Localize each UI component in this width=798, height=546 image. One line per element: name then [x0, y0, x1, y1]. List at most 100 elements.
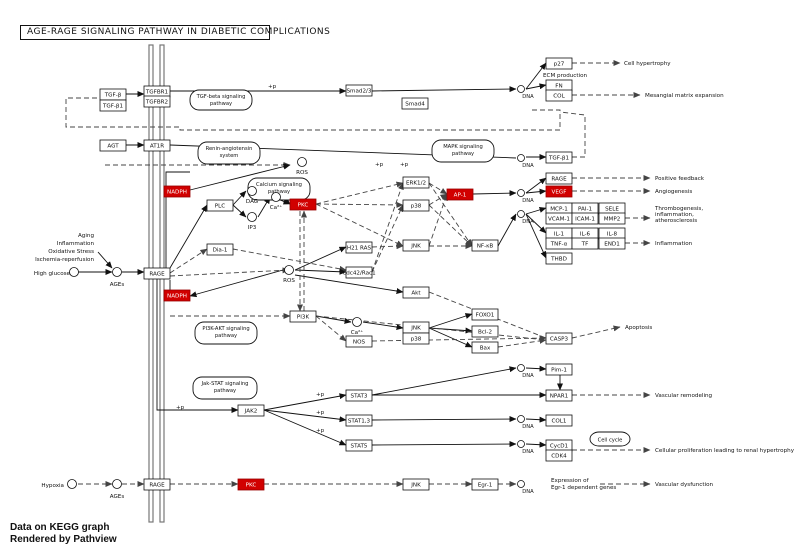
compound-ros1[interactable]: ROS	[296, 157, 308, 177]
gene-node-erk12[interactable]: ERK1/2	[402, 176, 430, 189]
gene-node-jnk3[interactable]: JNK	[402, 478, 430, 491]
compound-ip3[interactable]: IP3	[247, 212, 257, 232]
dna-label: DNA	[522, 489, 534, 495]
compound-ca2[interactable]: Ca²⁺	[351, 317, 364, 337]
gene-node-casp3[interactable]: CASP3	[545, 332, 573, 345]
gene-node-col[interactable]: COL	[545, 89, 573, 102]
gene-node-end1[interactable]: END1	[598, 237, 626, 250]
gene-node-smad23[interactable]: Smad2/3	[345, 84, 373, 97]
gene-node-bcl2[interactable]: Bcl-2	[471, 325, 499, 338]
gene-node-col1[interactable]: COL1	[545, 414, 573, 427]
gene-node-pim1[interactable]: Pim-1	[545, 363, 573, 376]
dna-node[interactable]: DNA	[517, 154, 535, 170]
pathway-edge	[371, 335, 547, 342]
gene-node-dia1[interactable]: Dia-1	[206, 243, 234, 256]
gene-node-tgfb1[interactable]: TGF-β1	[99, 99, 127, 112]
gene-node-p38a[interactable]: p38	[402, 199, 430, 212]
pathway-cellcycle[interactable]: Cell cycle	[589, 431, 631, 447]
compound-dag[interactable]: DAG	[246, 186, 258, 206]
compound-ca1[interactable]: Ca²⁺	[270, 192, 283, 212]
gene-node-npar1[interactable]: NPAR1	[545, 389, 573, 402]
dna-node[interactable]: DNA	[517, 364, 535, 380]
gene-node-mmp2[interactable]: MMP2	[598, 212, 626, 225]
gene-node-vegfa[interactable]: VEGF	[545, 185, 573, 198]
dna-node[interactable]: DNA	[517, 480, 535, 496]
gene-node-tgfbr2[interactable]: TGFBR2	[143, 95, 171, 108]
gene-node-sele[interactable]: SELE	[598, 202, 626, 215]
gene-node-rage_t[interactable]: RAGE	[545, 172, 573, 185]
gene-node-cdc42[interactable]: Cdc42/Rac1	[342, 266, 376, 279]
gene-node-pkc[interactable]: PKC	[289, 198, 317, 211]
gene-node-fn[interactable]: FN	[545, 79, 573, 92]
gene-node-rage[interactable]: RAGE	[143, 267, 171, 280]
gene-node-nfkb[interactable]: NF-κB	[471, 239, 499, 252]
gene-node-nos[interactable]: NOS	[345, 335, 373, 348]
gene-node-il1[interactable]: IL-1	[545, 227, 573, 240]
gene-node-cycd1[interactable]: CycD1	[545, 439, 573, 452]
gene-node-h21ras[interactable]: H21 RAS	[345, 241, 373, 254]
gene-node-p38b[interactable]: p38	[402, 332, 430, 345]
gene-node-stat3[interactable]: STAT3	[345, 389, 373, 402]
gene-node-ap1[interactable]: AP-1	[446, 188, 474, 201]
gene-node-plc[interactable]: PLC	[206, 199, 234, 212]
dna-node[interactable]: DNA	[517, 440, 535, 456]
gene-node-tf[interactable]: TF	[571, 237, 599, 250]
gene-node-pai1[interactable]: PAI-1	[571, 202, 599, 215]
compound-hypoxia[interactable]: Hypoxia	[41, 479, 77, 490]
pathway-edge	[428, 327, 473, 348]
compound-hg[interactable]: High glucose	[34, 267, 79, 278]
gene-node-foxo1[interactable]: FOXO1	[471, 308, 499, 321]
gene-node-mcp1[interactable]: MCP-1	[545, 202, 573, 215]
gene-node-stat13[interactable]: STAT1,3	[345, 414, 373, 427]
gene-node-egr1[interactable]: Egr-1	[471, 478, 499, 491]
gene-node-at1r[interactable]: AT1R	[143, 139, 171, 152]
gene-node-il8[interactable]: IL-8	[598, 227, 626, 240]
gene-node-tnfa[interactable]: TNF-α	[545, 237, 573, 250]
gene-node-p27[interactable]: p27	[545, 57, 573, 70]
gene-node-vcam1[interactable]: VCAM-1	[545, 212, 573, 225]
compound-ages1[interactable]: AGEs	[110, 267, 125, 289]
gene-node-cdk4[interactable]: CDK4	[545, 449, 573, 462]
gene-node-thbd[interactable]: THBD	[545, 252, 573, 265]
dna-node[interactable]: DNA	[517, 189, 535, 205]
gene-node-pkcb[interactable]: PKC	[237, 478, 265, 491]
gene-node-bax[interactable]: Bax	[471, 341, 499, 354]
gene-label: TNF-α	[550, 242, 568, 248]
gene-node-stat5[interactable]: STAT5	[345, 439, 373, 452]
gene-label: TF	[581, 242, 589, 248]
gene-label: p38	[411, 204, 422, 210]
compound-ros2[interactable]: ROS	[283, 265, 295, 285]
gene-node-tgfb[interactable]: TGF-β	[99, 88, 127, 101]
gene-node-nadph2[interactable]: NADPH	[163, 289, 191, 302]
gene-label: PKC	[298, 203, 309, 209]
gene-node-akt[interactable]: Akt	[402, 286, 430, 299]
gene-node-pi3k[interactable]: PI3K	[289, 310, 317, 323]
dna-node[interactable]: DNA	[517, 415, 535, 431]
gene-node-jnk1[interactable]: JNK	[402, 239, 430, 252]
gene-node-nadph1[interactable]: NADPH	[163, 185, 191, 198]
gene-label: TGF-β1	[548, 156, 570, 162]
dna-label: DNA	[522, 424, 534, 430]
gene-node-smad4[interactable]: Smad4	[401, 97, 429, 110]
gene-node-agt[interactable]: AGT	[99, 139, 127, 152]
pathway-edge	[559, 111, 586, 158]
pathway-edge	[371, 86, 517, 93]
pathway-label: PI3K-AKT signaling	[202, 326, 249, 332]
dna-node[interactable]: DNA	[517, 85, 535, 101]
gene-node-icam1[interactable]: ICAM-1	[571, 212, 599, 225]
gene-node-jnk2[interactable]: JNK	[402, 321, 430, 334]
gene-node-il6[interactable]: IL-6	[571, 227, 599, 240]
gene-node-tgfb1b[interactable]: TGF-β1	[545, 151, 573, 164]
gene-node-tgfbr1[interactable]: TGFBR1	[143, 85, 171, 98]
pathway-edge	[497, 213, 517, 247]
footer-line-rendered: Rendered by Pathview	[10, 534, 117, 545]
compound-ages2[interactable]: AGEs	[110, 479, 125, 501]
dna-node[interactable]: DNA	[517, 210, 535, 226]
gene-node-jak2[interactable]: JAK2	[237, 404, 265, 417]
gene-node-rage_b[interactable]: RAGE	[143, 478, 171, 491]
